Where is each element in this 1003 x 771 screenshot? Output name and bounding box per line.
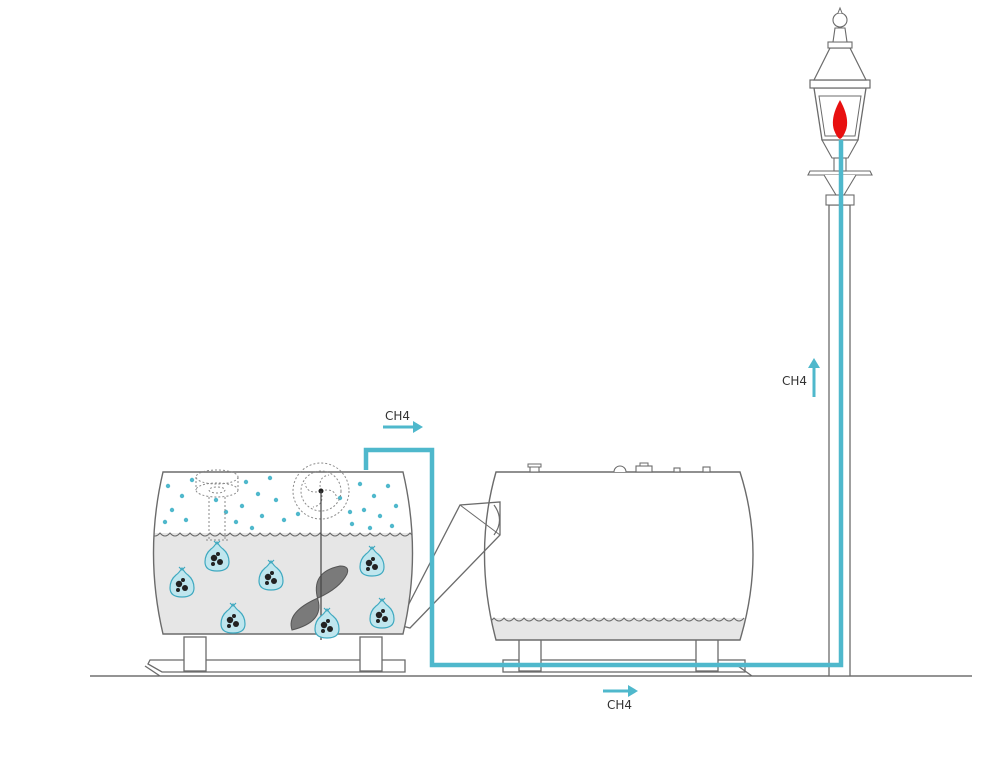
gas-label-bottom: CH4 <box>607 698 632 712</box>
gas-bubbles <box>162 475 399 531</box>
arrow-up-icon <box>808 358 820 397</box>
storage-slurry <box>484 618 753 640</box>
storage-fitting <box>635 465 653 473</box>
storage-tank <box>483 462 754 677</box>
storage-fitting <box>673 467 681 473</box>
auger-blade <box>290 565 349 631</box>
storage-liquid-surface <box>484 617 745 622</box>
arrow-right-icon <box>383 421 423 433</box>
storage-fitting <box>613 465 627 473</box>
digester-leg-right <box>359 636 383 672</box>
gas-label-lamp: CH4 <box>782 374 807 388</box>
storage-fitting <box>702 466 711 473</box>
digester-shell <box>152 471 414 635</box>
storage-shell <box>483 471 754 641</box>
arrow-right-icon <box>603 685 638 697</box>
stirrer-icon <box>292 462 350 640</box>
storage-inlet-mouth <box>493 504 501 536</box>
digester-liquid-surface <box>153 532 413 537</box>
feed-inlet <box>195 469 239 541</box>
flame-icon <box>832 100 848 139</box>
digester-leg-left <box>183 636 207 672</box>
gas-pipe <box>363 140 844 668</box>
gas-label-top: CH4 <box>385 409 410 423</box>
digester-tank <box>144 462 501 677</box>
